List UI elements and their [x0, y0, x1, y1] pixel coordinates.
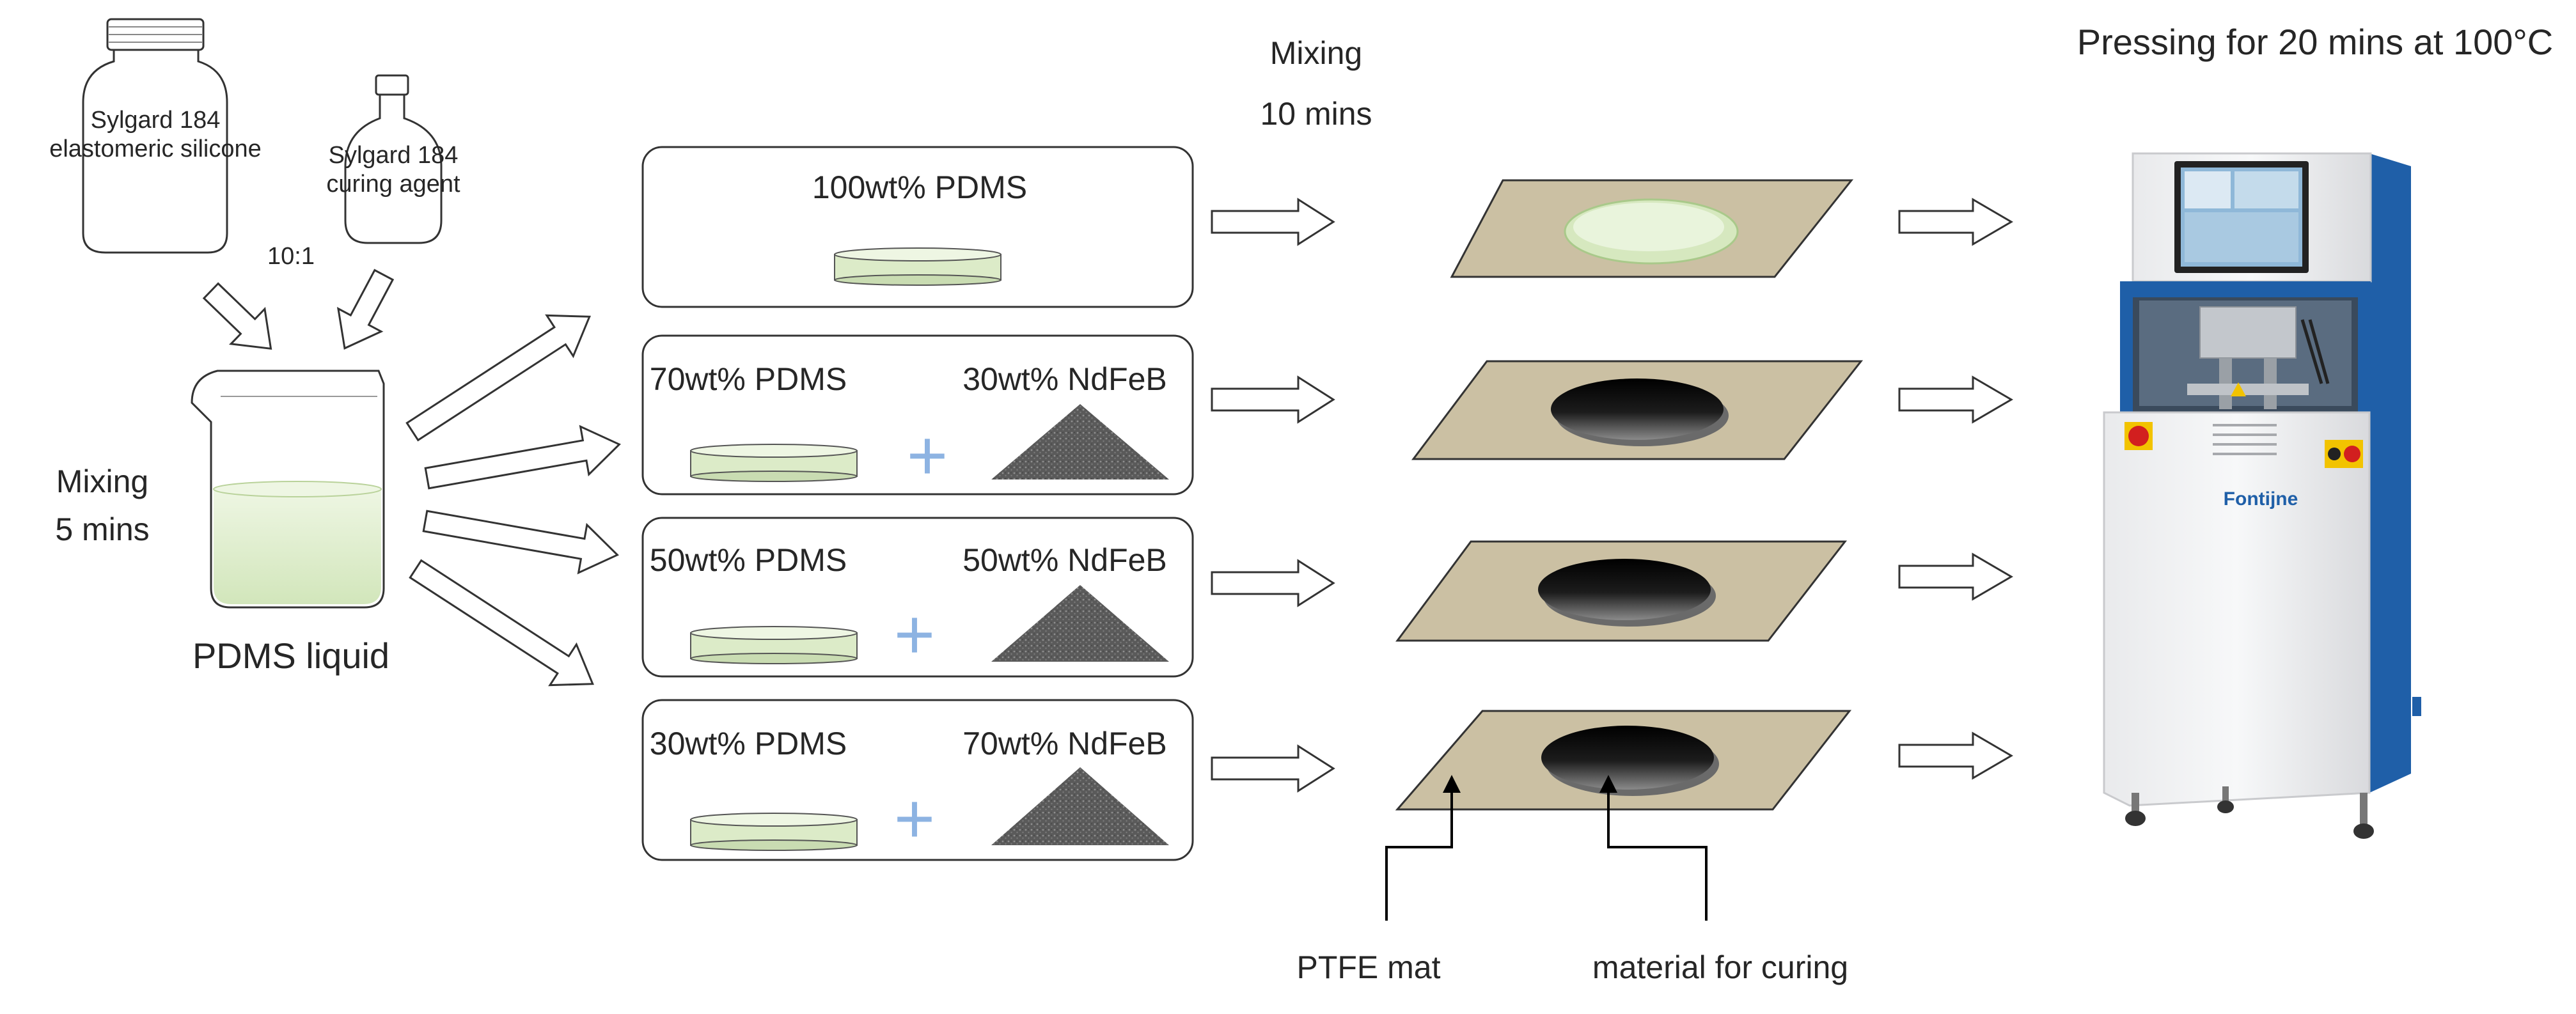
- composition-box-1: 100wt% PDMS: [641, 146, 1194, 308]
- plus-sign: +: [894, 595, 935, 674]
- arrow-silicone-to-beaker: [202, 282, 272, 350]
- material-pointer-line: [1607, 785, 1708, 921]
- curing-label-line1: Sylgard 184: [329, 142, 459, 169]
- silicone-jar: Sylgard 184 elastomeric silicone: [49, 18, 262, 254]
- control-buttons: [2325, 440, 2363, 468]
- plus-sign: +: [907, 416, 948, 495]
- arrow-mat4-to-press: [1898, 731, 2013, 780]
- ptfe-mat-4: [1395, 710, 1852, 811]
- pdms-liquid-label: PDMS liquid: [192, 636, 389, 676]
- arrow-mat1-to-press: [1898, 198, 2013, 246]
- composition-2-ndfeb-label: 30wt% NdFeB: [962, 361, 1167, 397]
- pdms-disc: [690, 444, 858, 482]
- beaker-to-box-arrows: [405, 314, 621, 687]
- material-pointer-arrowhead: [1599, 775, 1617, 793]
- pdms-disc: [834, 247, 1001, 286]
- mixing-step-line1: Mixing: [1270, 35, 1362, 71]
- curing-label-line2: curing agent: [326, 171, 460, 198]
- arrow-box1-to-mat1: [1211, 198, 1335, 246]
- emergency-stop-button: [2124, 422, 2153, 450]
- mat-to-press-arrows: [1898, 198, 2013, 780]
- beaker-mixing-line2: 5 mins: [55, 511, 149, 547]
- press-frame-top: [2120, 281, 2371, 297]
- vent-grille: [2213, 424, 2277, 455]
- hot-press-machine: Fontijne: [2103, 152, 2421, 839]
- pdms-disc: [690, 626, 858, 664]
- composition-1-pdms-label: 100wt% PDMS: [812, 169, 1027, 205]
- jar-to-beaker-arrows: [202, 269, 395, 350]
- arrow-box2-to-mat2: [1211, 375, 1335, 424]
- composition-2-pdms-label: 70wt% PDMS: [650, 361, 847, 397]
- composition-box-3: 50wt% PDMS 50wt% NdFeB +: [641, 517, 1194, 678]
- box-to-mat-arrows: [1211, 198, 1335, 793]
- press-feet: [2125, 786, 2374, 839]
- plus-sign: +: [894, 779, 935, 858]
- ptfe-pointer-line: [1385, 785, 1453, 921]
- composite-sample-disc: [1538, 559, 1711, 620]
- arrow-to-box-4: [409, 559, 594, 687]
- ptfe-mat-2: [1411, 360, 1864, 460]
- composite-sample-disc: [1551, 378, 1724, 440]
- composition-box-2: 70wt% PDMS 30wt% NdFeB +: [641, 334, 1194, 495]
- silicone-label-line1: Sylgard 184: [91, 107, 221, 134]
- ptfe-mat-1: [1450, 179, 1854, 278]
- arrow-box4-to-mat4: [1211, 744, 1335, 793]
- press-side-panel: [2369, 153, 2411, 793]
- pdms-disc: [690, 813, 858, 851]
- silicone-label-line2: elastomeric silicone: [49, 136, 262, 162]
- beaker: [191, 370, 385, 609]
- arrow-mat3-to-press: [1898, 552, 2013, 601]
- arrow-to-box-3: [422, 510, 619, 575]
- ptfe-mat-label: PTFE mat: [1296, 949, 1440, 985]
- composition-3-pdms-label: 50wt% PDMS: [650, 542, 847, 578]
- composition-box-4: 30wt% PDMS 70wt% NdFeB +: [641, 699, 1194, 861]
- composition-3-ndfeb-label: 50wt% NdFeB: [962, 542, 1167, 578]
- ndfeb-powder-pile: [991, 585, 1169, 662]
- mix-ratio: 10:1: [267, 243, 315, 270]
- mixing-step-line2: 10 mins: [1260, 96, 1372, 132]
- composition-4-pdms-label: 30wt% PDMS: [650, 726, 847, 761]
- arrow-box3-to-mat3: [1211, 559, 1335, 607]
- ptfe-mat-3: [1395, 540, 1848, 642]
- ndfeb-powder-pile: [991, 404, 1169, 480]
- press-title: Pressing for 20 mins at 100°C: [2077, 22, 2554, 62]
- ndfeb-powder-pile: [991, 767, 1169, 845]
- press-lower-body: [2103, 411, 2371, 807]
- ptfe-pointer-arrowhead: [1443, 775, 1461, 793]
- press-platen: [2199, 306, 2297, 359]
- composition-4-ndfeb-label: 70wt% NdFeB: [962, 726, 1167, 761]
- arrow-to-box-1: [405, 314, 591, 442]
- arrow-curing-to-beaker: [336, 269, 395, 350]
- beaker-mixing-line1: Mixing: [56, 464, 148, 499]
- material-for-curing-label: material for curing: [1592, 949, 1848, 985]
- curing-agent-bottle: Sylgard 184 curing agent: [326, 74, 460, 244]
- composite-sample-disc: [1541, 726, 1714, 790]
- press-brand-logo: Fontijne: [2224, 488, 2298, 510]
- arrow-to-box-2: [424, 425, 621, 490]
- arrow-mat2-to-press: [1898, 375, 2013, 424]
- label-pointers: [1385, 785, 1708, 921]
